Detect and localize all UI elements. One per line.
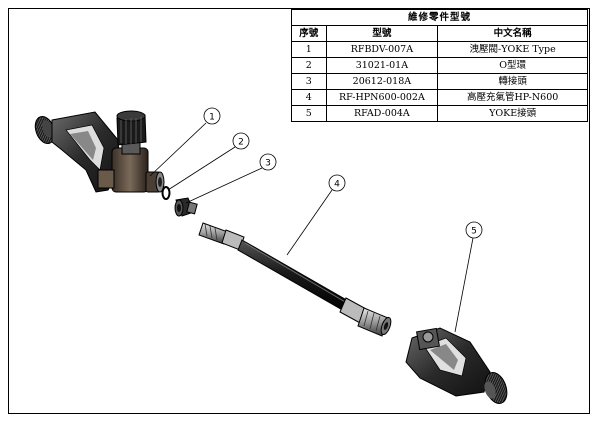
balloon-5: 5: [465, 221, 483, 239]
balloon-3: 3: [259, 153, 277, 171]
balloon-1-label: 1: [209, 113, 215, 123]
part-3-adapter: [174, 197, 198, 217]
cell-no: 5: [291, 105, 327, 122]
cell-model: 20612-018A: [325, 73, 439, 90]
cell-no: 4: [291, 89, 327, 106]
balloon-1: 1: [203, 107, 221, 125]
balloon-4-label: 4: [334, 180, 340, 190]
cell-no: 3: [291, 73, 327, 90]
balloon-2: 2: [232, 132, 250, 150]
table-row: 3 20612-018A 轉接頭: [291, 73, 588, 90]
parts-table-title: 維修零件型號: [291, 9, 588, 26]
cell-no: 1: [291, 41, 327, 58]
cell-name: O型環: [437, 57, 588, 74]
table-row: 4 RF-HPN600-002A 高壓充氣管HP-N600: [291, 89, 588, 106]
cell-name: 洩壓閥-YOKE Type: [437, 41, 588, 58]
table-row: 1 RFBDV-007A 洩壓閥-YOKE Type: [291, 41, 588, 58]
cell-model: RF-HPN600-002A: [325, 89, 439, 106]
leader-lines: [149, 122, 474, 333]
cell-no: 2: [291, 57, 327, 74]
table-row: 2 31021-01A O型環: [291, 57, 588, 74]
table-row: 5 RFAD-004A YOKE接頭: [291, 105, 588, 122]
balloon-5-label: 5: [471, 227, 477, 237]
cell-name: 高壓充氣管HP-N600: [437, 89, 588, 106]
part-4-hose: [198, 222, 392, 337]
part-2-o-ring: [161, 186, 171, 200]
cell-name: 轉接頭: [437, 73, 588, 90]
header-model: 型號: [325, 25, 439, 42]
cell-model: RFAD-004A: [325, 105, 439, 122]
part-5-yoke-connector: [405, 327, 508, 404]
parts-table: 維修零件型號 序號 型號 中文名稱 1 RFBDV-007A 洩壓閥-YOKE …: [291, 9, 588, 122]
cell-name: YOKE接頭: [437, 105, 588, 122]
header-no: 序號: [291, 25, 327, 42]
drawing-border: [8, 8, 590, 414]
balloon-4: 4: [328, 174, 346, 192]
cell-model: 31021-01A: [325, 57, 439, 74]
header-name: 中文名稱: [437, 25, 588, 42]
cell-model: RFBDV-007A: [325, 41, 439, 58]
balloon-3-label: 3: [265, 159, 271, 169]
balloon-2-label: 2: [238, 138, 244, 148]
part-1-valve-yoke: [34, 110, 165, 193]
